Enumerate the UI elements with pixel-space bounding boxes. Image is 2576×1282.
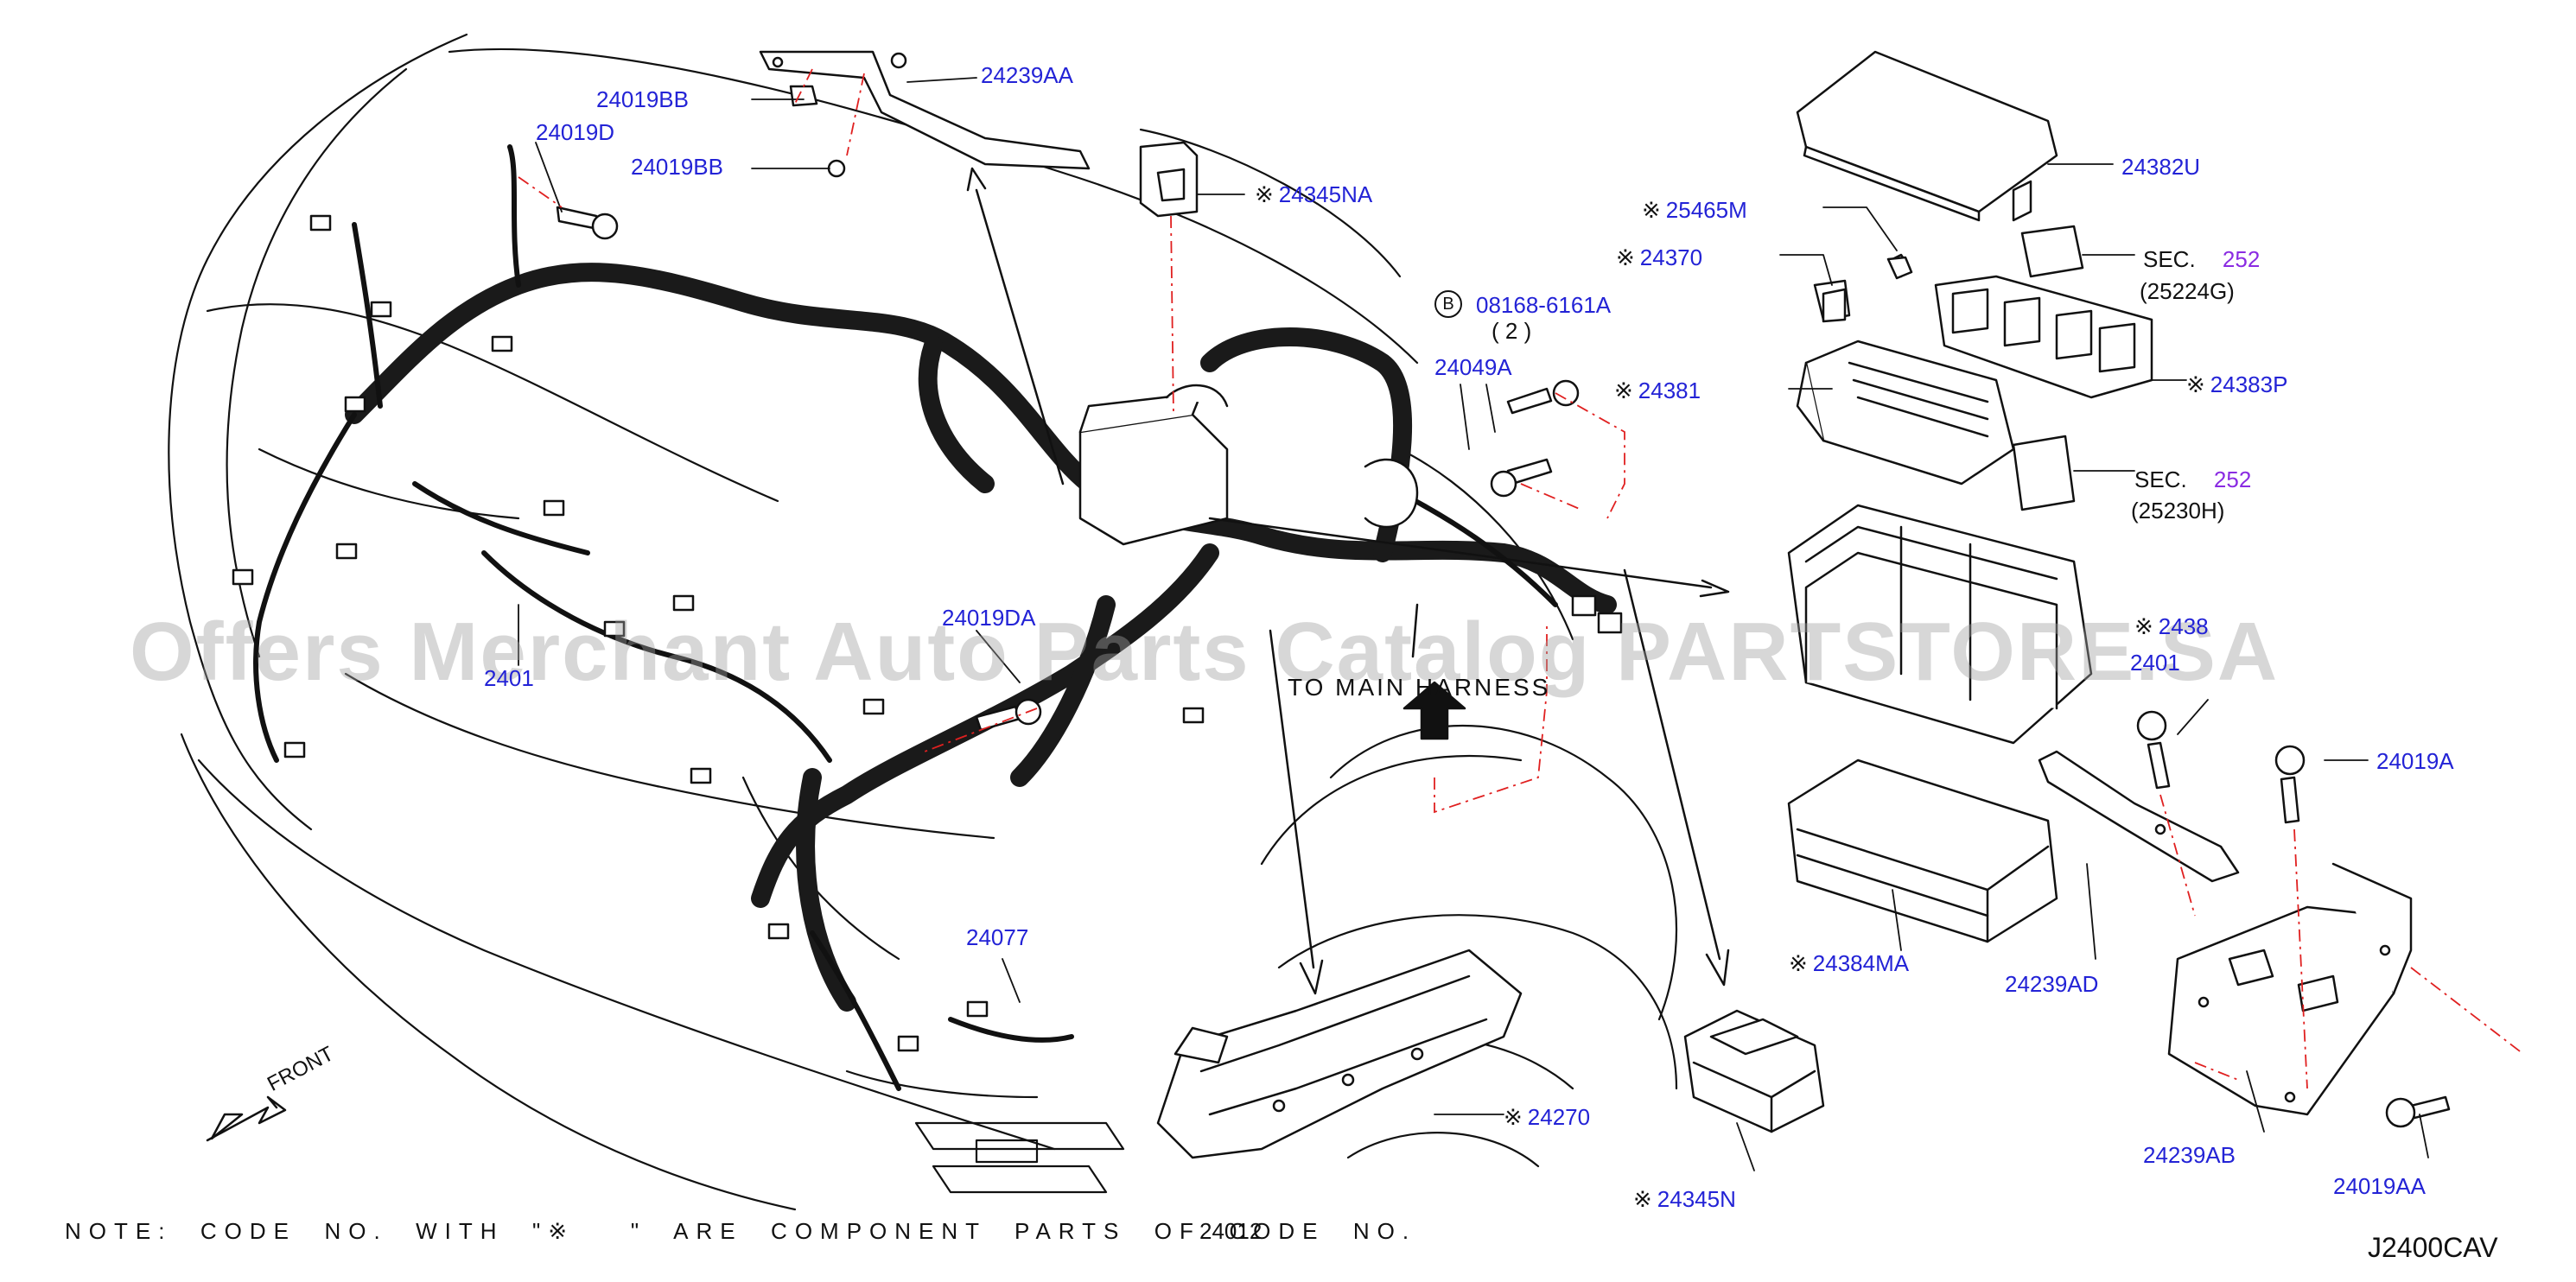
part-label-24019BB-upper[interactable]: 24019BB <box>596 86 689 112</box>
part-number: 24345NA <box>1278 181 1373 207</box>
bolt-b-marker: B <box>1434 290 1462 318</box>
engine-bay-relay-block <box>1078 384 1419 546</box>
front-arrow <box>206 1095 287 1142</box>
fuse-block-24381 <box>1796 340 2015 486</box>
part-label-24370[interactable]: ※24370 <box>1616 244 1702 271</box>
leader-lines <box>518 77 2429 1171</box>
module-24384MA <box>1787 758 2058 943</box>
footnote: NOTE: CODE NO. WITH "※ " ARE COMPONENT P… <box>65 1218 1417 1244</box>
sec-ref-25230H[interactable]: SEC. 252 <box>2134 466 2251 493</box>
connectors <box>232 214 1623 1052</box>
component-mark: ※ <box>1255 181 1274 207</box>
wiring-branches <box>253 144 1558 1091</box>
part-number: 24384MA <box>1812 950 1910 976</box>
part-label-24239AD[interactable]: 24239AD <box>2005 971 2099 997</box>
part-label-24384M-partial[interactable]: ※2438 <box>2134 613 2209 640</box>
part-number: 25465M <box>1665 197 1747 223</box>
component-mark: ※ <box>1504 1104 1523 1130</box>
bracket-24239AD <box>2038 750 2240 883</box>
part-qty-08168-6161A: ( 2 ) <box>1492 318 1532 344</box>
part-label-25465M[interactable]: ※25465M <box>1642 197 1747 224</box>
part-label-24383P[interactable]: ※24383P <box>2186 371 2287 398</box>
part-label-24019AA[interactable]: 24019AA <box>2333 1173 2426 1199</box>
part-label-24019DA[interactable]: 24019DA <box>942 605 1036 631</box>
component-mark: ※ <box>1616 244 1635 270</box>
sec-label: SEC. <box>2143 246 2196 272</box>
bracket-24345NA <box>1139 141 1199 218</box>
part-number: 2438 <box>2158 613 2209 639</box>
part-label-24382U[interactable]: 24382U <box>2121 154 2201 180</box>
component-mark: ※ <box>1642 197 1661 223</box>
part-label-24270[interactable]: ※24270 <box>1504 1104 1590 1131</box>
part-number: 24345N <box>1657 1186 1736 1212</box>
part-label-24049A[interactable]: 24049A <box>1434 354 1512 380</box>
part-label-08168-6161A[interactable]: 08168-6161A <box>1476 292 1612 318</box>
fuse-box-body <box>1787 504 2093 745</box>
part-number: 24383P <box>2210 371 2288 397</box>
component-mark: ※ <box>1789 950 1808 976</box>
bolts <box>556 85 2451 1128</box>
part-label-24019BB-lower[interactable]: 24019BB <box>631 154 723 180</box>
sec-label: SEC. <box>2134 466 2187 492</box>
sec-number: 252 <box>2213 466 2252 492</box>
part-label-24239AB[interactable]: 24239AB <box>2143 1142 2236 1168</box>
diagram-id: J2400CAV <box>2368 1232 2498 1263</box>
small-clips <box>1822 256 1913 323</box>
part-number: 24270 <box>1527 1104 1591 1130</box>
part-label-24384MA[interactable]: ※24384MA <box>1789 950 1909 977</box>
part-label-24345N[interactable]: ※24345N <box>1633 1186 1736 1213</box>
component-mark: ※ <box>1614 378 1633 403</box>
bracket-24239AA <box>759 50 1091 170</box>
part-number: 24370 <box>1639 244 1703 270</box>
component-mark: ※ <box>2186 371 2205 397</box>
sec-subref-25230H: (25230H) <box>2131 498 2225 524</box>
wiring-harness <box>345 263 1617 1012</box>
part-number: 24381 <box>1638 378 1701 403</box>
footnote-code[interactable]: 24012 <box>1199 1218 1263 1244</box>
fuse-box-cover-24382U <box>1796 50 2058 222</box>
box-24345N <box>1683 1009 1825 1133</box>
sec-subref-25224G: (25224G) <box>2140 278 2235 304</box>
part-label-24345NA[interactable]: ※24345NA <box>1255 181 1372 208</box>
part-label-24019A[interactable]: 24019A <box>2376 748 2454 774</box>
lower-bracket-24270 <box>1156 949 1523 1159</box>
part-label-2401-partial-right[interactable]: 2401 <box>2130 650 2180 676</box>
part-label-24381[interactable]: ※24381 <box>1614 378 1701 404</box>
part-label-2401-partial-left[interactable]: 2401 <box>484 665 534 691</box>
part-label-24239AA[interactable]: 24239AA <box>981 62 1073 88</box>
part-label-24077[interactable]: 24077 <box>966 924 1029 950</box>
component-mark: ※ <box>1633 1186 1652 1212</box>
component-mark: ※ <box>2134 613 2153 639</box>
sec-ref-25224G[interactable]: SEC. 252 <box>2143 246 2260 273</box>
dashed-leaders <box>518 68 2524 1089</box>
to-main-harness-label: TO MAIN HARNESS <box>1288 674 1551 701</box>
bracket-24239AB <box>2167 862 2413 1116</box>
sec-number: 252 <box>2222 246 2261 272</box>
pointer-arrows <box>966 167 1730 995</box>
part-label-24019D[interactable]: 24019D <box>536 119 615 145</box>
